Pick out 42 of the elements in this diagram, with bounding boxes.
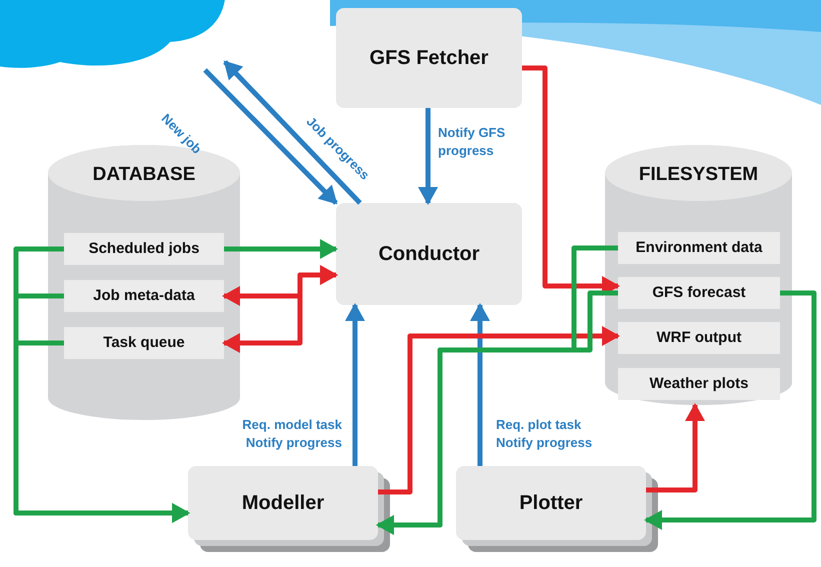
cloud-shape bbox=[0, 0, 225, 70]
process-box bbox=[336, 8, 522, 108]
arrow bbox=[418, 108, 438, 205]
arrow bbox=[644, 290, 816, 530]
box-label: GFS Fetcher bbox=[370, 46, 488, 71]
process-box bbox=[336, 203, 522, 305]
arrow bbox=[345, 303, 365, 466]
item-label: GFS forecast bbox=[652, 282, 746, 303]
item-label: Weather plots bbox=[650, 374, 748, 394]
process-box bbox=[456, 466, 646, 540]
item-label: Job meta-data bbox=[93, 286, 195, 306]
arrow bbox=[522, 66, 620, 296]
arrow bbox=[470, 303, 490, 466]
storage-cylinder bbox=[605, 145, 792, 405]
arrow bbox=[222, 265, 338, 353]
process-box bbox=[188, 466, 378, 540]
arrow bbox=[203, 68, 338, 205]
item-label: Scheduled jobs bbox=[88, 238, 200, 259]
storage-item bbox=[618, 322, 780, 354]
edge-label: Req. model task Notify progress bbox=[241, 416, 342, 452]
storage-item bbox=[618, 232, 780, 264]
box-label: Plotter bbox=[519, 491, 583, 516]
storage-item bbox=[64, 327, 224, 359]
cylinder-heading: FILESYSTEM bbox=[638, 163, 760, 187]
item-label: WRF output bbox=[656, 328, 742, 348]
arrow bbox=[646, 403, 705, 492]
edge-label: Notify GFS progress bbox=[438, 124, 506, 160]
box-label: Modeller bbox=[242, 491, 324, 516]
arrow bbox=[376, 290, 618, 535]
storage-item bbox=[618, 277, 780, 309]
arrow bbox=[223, 60, 362, 205]
arrow bbox=[14, 340, 190, 523]
arrow bbox=[224, 239, 338, 259]
storage-item bbox=[64, 233, 224, 265]
arrow bbox=[378, 326, 620, 494]
edge-label: Req. plot task Notify progress bbox=[496, 416, 594, 452]
item-label: Task queue bbox=[103, 332, 185, 353]
cylinder-heading: DATABASE bbox=[92, 163, 196, 187]
item-label: Environment data bbox=[636, 238, 762, 258]
box-label: Conductor bbox=[378, 242, 480, 267]
storage-item bbox=[618, 368, 780, 400]
storage-item bbox=[64, 280, 224, 312]
